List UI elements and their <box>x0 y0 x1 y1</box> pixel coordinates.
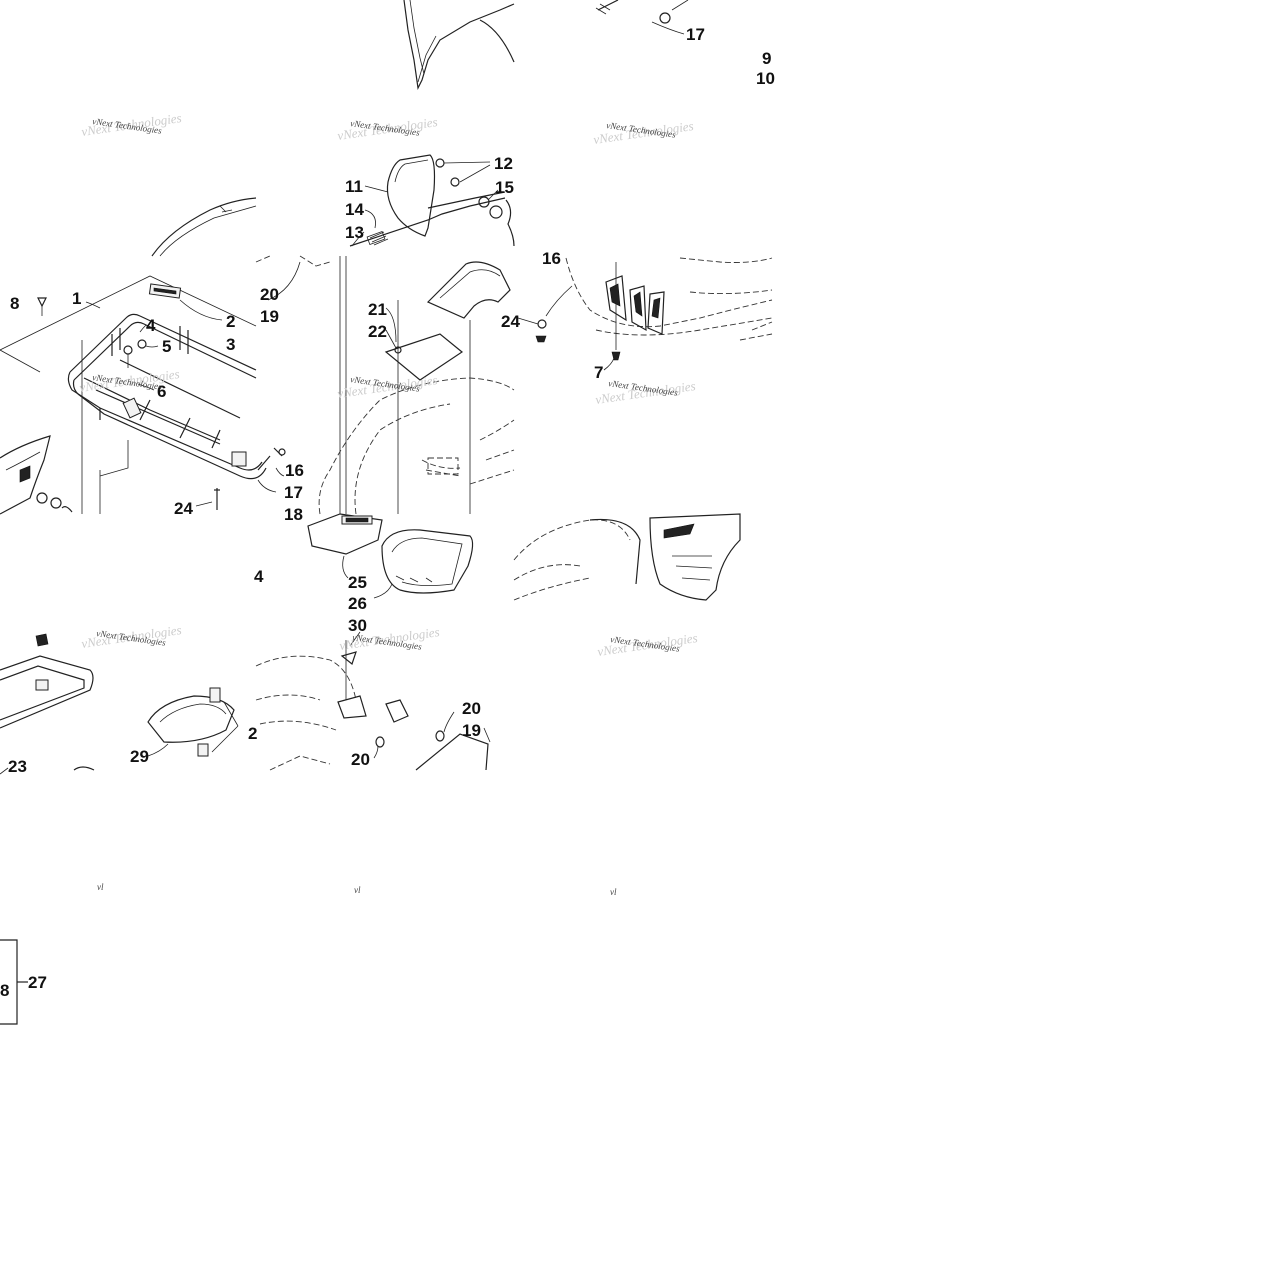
callout-29: 29 <box>130 747 149 766</box>
callout-27: 27 <box>28 973 47 992</box>
callout-23: 23 <box>8 757 27 776</box>
front-grille-fragment <box>545 257 773 371</box>
left-fender-fragment <box>0 435 73 515</box>
callout-6: 6 <box>157 382 166 401</box>
front-rack-assembly <box>0 275 286 514</box>
callout-21: 21 <box>368 300 387 319</box>
callout-12: 12 <box>494 154 513 173</box>
lower-fender-fragment <box>255 631 491 771</box>
callout-24: 24 <box>501 312 520 331</box>
callout-4: 4 <box>254 567 264 586</box>
callout-19: 19 <box>462 721 481 740</box>
callout-16: 16 <box>285 461 304 480</box>
rack-bracket-fragment <box>0 633 95 775</box>
callout-2: 2 <box>248 724 257 743</box>
callout-16: 16 <box>542 249 561 268</box>
rear-fender-fragment <box>513 513 741 601</box>
callout-labels: 17 9 10 12 11 15 14 13 16 8 1 2 3 4 5 6 … <box>0 25 775 1000</box>
callout-17: 17 <box>284 483 303 502</box>
callout-4: 4 <box>146 316 156 335</box>
callout-3: 3 <box>226 335 235 354</box>
callout-14: 14 <box>345 200 364 219</box>
callout-24: 24 <box>174 499 193 518</box>
callout-20: 20 <box>260 285 279 304</box>
storage-cover-assembly <box>255 255 547 515</box>
side-panel-assembly <box>349 154 515 247</box>
callout-25: 25 <box>348 573 367 592</box>
watermark: vl <box>610 887 617 897</box>
watermark: vl <box>97 882 104 892</box>
screw-washer-fragment <box>595 0 689 35</box>
watermarks: vNext Technologies vNext Technologies vN… <box>78 110 698 897</box>
callout-1: 1 <box>72 289 81 308</box>
callout-17: 17 <box>686 25 705 44</box>
watermark: vl <box>354 885 361 895</box>
callout-15: 15 <box>495 178 514 197</box>
callout-18: 18 <box>284 505 303 524</box>
callout-20: 20 <box>351 750 370 769</box>
callout-10: 10 <box>756 69 775 88</box>
callout-20: 20 <box>462 699 481 718</box>
callout-22: 22 <box>368 322 387 341</box>
callout-2: 2 <box>226 312 235 331</box>
callout-13: 13 <box>345 223 364 242</box>
callout-9: 9 <box>762 49 771 68</box>
callout-8: 8 <box>0 981 9 1000</box>
front-fender-top-fragment <box>151 197 257 257</box>
callout-5: 5 <box>162 337 171 356</box>
callout-19: 19 <box>260 307 279 326</box>
part-kit-bracket <box>0 939 28 1025</box>
callout-26: 26 <box>348 594 367 613</box>
hood-panel-fragment <box>403 0 515 90</box>
callout-7: 7 <box>594 363 603 382</box>
callout-8: 8 <box>10 294 19 313</box>
storage-bin-assembly <box>307 513 474 599</box>
tool-box-cover <box>147 687 239 757</box>
callout-30: 30 <box>348 616 367 635</box>
callout-11: 11 <box>345 177 363 196</box>
